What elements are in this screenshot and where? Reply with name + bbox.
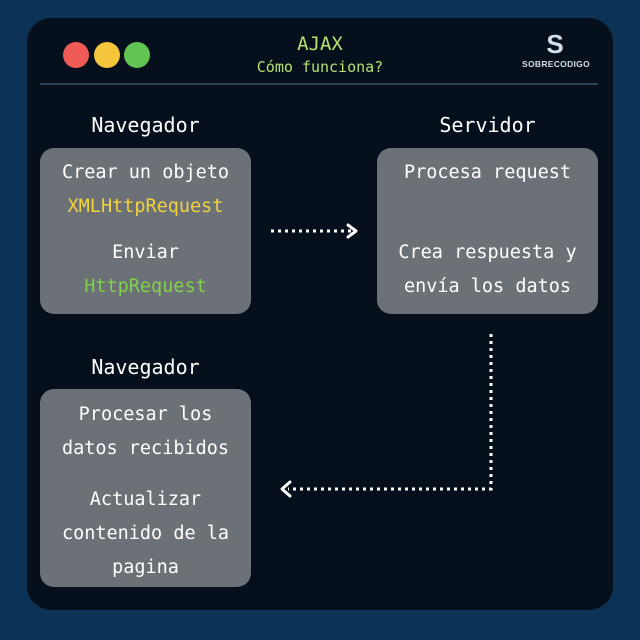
browser-bottom-line5: pagina — [112, 557, 179, 578]
browser-step1-text: Crear un objeto — [61, 162, 230, 183]
maximize-window-dot[interactable] — [124, 42, 150, 68]
arrow-browser-to-server — [271, 223, 358, 239]
server-step2-line2: envía los datos — [403, 276, 572, 297]
logo-text: SOBRECODIGO — [522, 59, 591, 69]
page-subtitle: Cómo funciona? — [256, 58, 384, 76]
browser-step2-code: HttpRequest — [84, 276, 207, 297]
server-heading: Servidor — [439, 113, 536, 137]
server-step2-line1: Crea respuesta y — [398, 242, 577, 263]
logo-letter: S — [546, 29, 564, 59]
browser-bottom-heading: Navegador — [91, 355, 200, 379]
sobrecodigo-logo: S SOBRECODIGO — [522, 29, 591, 69]
browser-bottom-box: Procesar los datos recibidos Actualizar … — [40, 389, 251, 587]
browser-step2-text: Enviar — [112, 242, 179, 263]
browser-bottom-line3: Actualizar — [89, 489, 202, 510]
browser-top-heading: Navegador — [91, 113, 200, 137]
browser-bottom-line4: contenido de la — [61, 523, 230, 544]
header-divider — [40, 83, 598, 85]
browser-step1-code: XMLHttpRequest — [67, 196, 224, 217]
browser-top-box: Crear un objeto XMLHttpRequest Enviar Ht… — [40, 148, 251, 314]
server-box: Procesa request Crea respuesta y envía l… — [377, 148, 598, 314]
browser-bottom-line2: datos recibidos — [61, 438, 230, 459]
browser-bottom-line1: Procesar los — [78, 404, 213, 425]
page-title: AJAX — [297, 33, 343, 55]
server-step1-text: Procesa request — [403, 162, 572, 183]
close-window-dot[interactable] — [63, 42, 89, 68]
arrow-server-to-browser — [280, 334, 493, 498]
minimize-window-dot[interactable] — [94, 42, 120, 68]
